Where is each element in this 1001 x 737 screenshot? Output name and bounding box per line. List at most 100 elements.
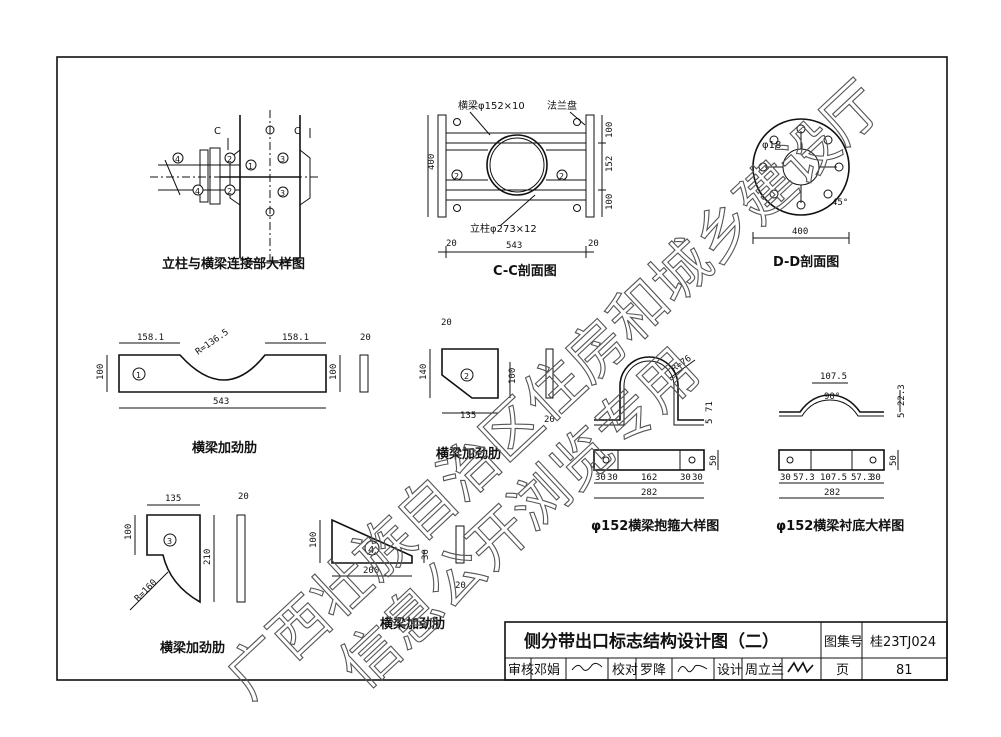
cc-flange-label: 法兰盘 [547,99,577,112]
dd-dim-width: 400 [792,227,808,237]
rib2-dim-t-bottom: 20 [544,415,555,425]
svg-text:30: 30 [870,473,881,483]
svg-text:30: 30 [692,473,703,483]
rib2-dim-h: 140 [419,364,429,380]
rib3-title: 横梁加劲肋 [160,640,225,656]
dd-angle: 45° [832,198,848,208]
svg-text:30: 30 [595,473,606,483]
review-name: 邓娟 [534,663,560,678]
dd-section-title: D-D剖面图 [773,254,839,270]
dd-hole-label: φ18 [762,140,781,151]
svg-text:3: 3 [167,537,172,546]
rib2-dim-h2: 100 [508,368,518,384]
svg-text:2: 2 [227,155,232,164]
rib3-dim-h: 100 [124,524,134,540]
svg-text:3: 3 [280,155,285,164]
rib1-radius: R=136.5 [194,328,231,358]
rib1-dim-h-left: 100 [96,364,106,380]
liner-dim-h: 50 [889,455,899,466]
svg-text:2: 2 [559,172,564,181]
design-label: 设计 [717,663,743,678]
svg-text:2: 2 [464,372,469,381]
svg-text:2: 2 [227,187,232,196]
page-label: 页 [836,663,849,678]
rib4-dim-h: 100 [309,532,319,548]
liner-view: 107.5 90° 22.3 5 50 30 57.3 107.5 57.3 3… [776,372,907,534]
watermark-line-1: 广西壮族自治区住房和城乡建设厅 [213,69,896,712]
rib3-dim-h2: 210 [203,549,213,565]
cc-dim-v2: 152 [605,156,615,172]
liner-dim-b: 5 [897,413,907,418]
title-block: 侧分带出口标志结构设计图（二） 图集号 桂23TJ024 审核 邓娟 校对 罗降… [504,621,948,681]
liner-dim-top: 107.5 [820,372,847,382]
hoop-dim-h: 50 [709,455,719,466]
page-number: 81 [896,663,913,678]
cc-dim-end-left: 20 [446,239,457,249]
rib4-view: 4 100 200 30 20 横梁加劲肋 [309,518,466,632]
rib4-title: 横梁加劲肋 [380,616,445,632]
cc-section-view: 2 2 横梁φ152×10 法兰盘 立柱φ273×12 400 100 152 … [427,99,615,279]
svg-text:4: 4 [368,545,374,556]
atlas-number: 桂23TJ024 [870,635,936,650]
rib1-dim-right: 158.1 [282,333,309,343]
design-name: 周立兰 [745,663,784,678]
rib1-dim-h-right: 100 [329,364,339,380]
svg-text:30: 30 [680,473,691,483]
check-signature [677,664,708,673]
hoop-dim-total: 282 [641,488,657,498]
svg-text:2: 2 [454,172,459,181]
joint-detail-view: C C 4 4 2 2 1 3 3 立柱与横梁连接部大样图 [150,110,318,272]
cc-dim-v1: 100 [605,122,615,138]
rib3-dim-t: 20 [238,492,249,502]
rib1-dim-total: 543 [213,397,229,407]
liner-dim-total: 282 [824,488,840,498]
hoop-dim-a: 71 [705,401,715,412]
check-name: 罗降 [640,663,666,678]
svg-text:107.5: 107.5 [820,473,847,483]
atlas-label: 图集号 [824,634,863,650]
svg-text:57.3: 57.3 [851,473,873,483]
svg-text:30: 30 [607,473,618,483]
hoop-title: φ152横梁抱箍大样图 [591,518,719,534]
sheet-border [56,56,948,681]
rib3-dim-w: 135 [165,494,181,504]
design-signature [787,661,814,674]
review-label: 审核 [508,663,534,678]
rib4-dim-h2: 30 [421,549,431,560]
rib4-dim-t: 20 [455,581,466,591]
svg-text:4: 4 [175,155,180,164]
rib1-title: 横梁加劲肋 [192,440,257,456]
section-mark-c-left: C [214,126,221,137]
svg-text:1: 1 [248,162,253,171]
cc-column-label: 立柱φ273×12 [470,222,537,235]
rib3-view: 3 135 100 210 R=160 20 横梁加劲肋 [124,492,249,656]
cc-beam-label: 横梁φ152×10 [458,99,525,112]
rib3-radius: R=160 [133,578,159,604]
rib1-dim-t: 20 [360,333,371,343]
svg-text:4: 4 [195,187,200,196]
rib2-title: 横梁加劲肋 [436,446,501,462]
cc-dim-height: 400 [427,154,437,170]
svg-text:1: 1 [136,371,141,380]
hoop-view: R=76 71 5 50 30 30 162 30 30 282 φ152横梁抱… [591,354,719,534]
section-mark-c-right: C [294,126,301,137]
hoop-dim-b: 5 [705,419,715,424]
cc-section-title: C-C剖面图 [493,263,557,279]
dd-section-view: φ18 45° 400 D-D剖面图 [752,118,850,270]
cc-dim-end-right: 20 [588,239,599,249]
cc-dim-v3: 100 [605,194,615,210]
rib2-dim-t-top: 20 [441,318,452,328]
rib2-dim-w: 135 [460,411,476,421]
review-signature [571,662,603,671]
liner-dim-a: 22.3 [897,384,907,406]
svg-text:57.3: 57.3 [793,473,815,483]
rib1-view: 1 158.1 158.1 R=136.5 543 100 100 20 横梁加… [96,328,371,456]
cc-dim-width: 543 [506,241,522,251]
liner-angle: 90° [824,392,840,402]
svg-text:162: 162 [641,473,657,483]
rib4-dim-w: 200 [363,566,379,576]
svg-text:3: 3 [280,189,285,198]
liner-title: φ152横梁衬底大样图 [776,518,904,534]
svg-text:30: 30 [780,473,791,483]
